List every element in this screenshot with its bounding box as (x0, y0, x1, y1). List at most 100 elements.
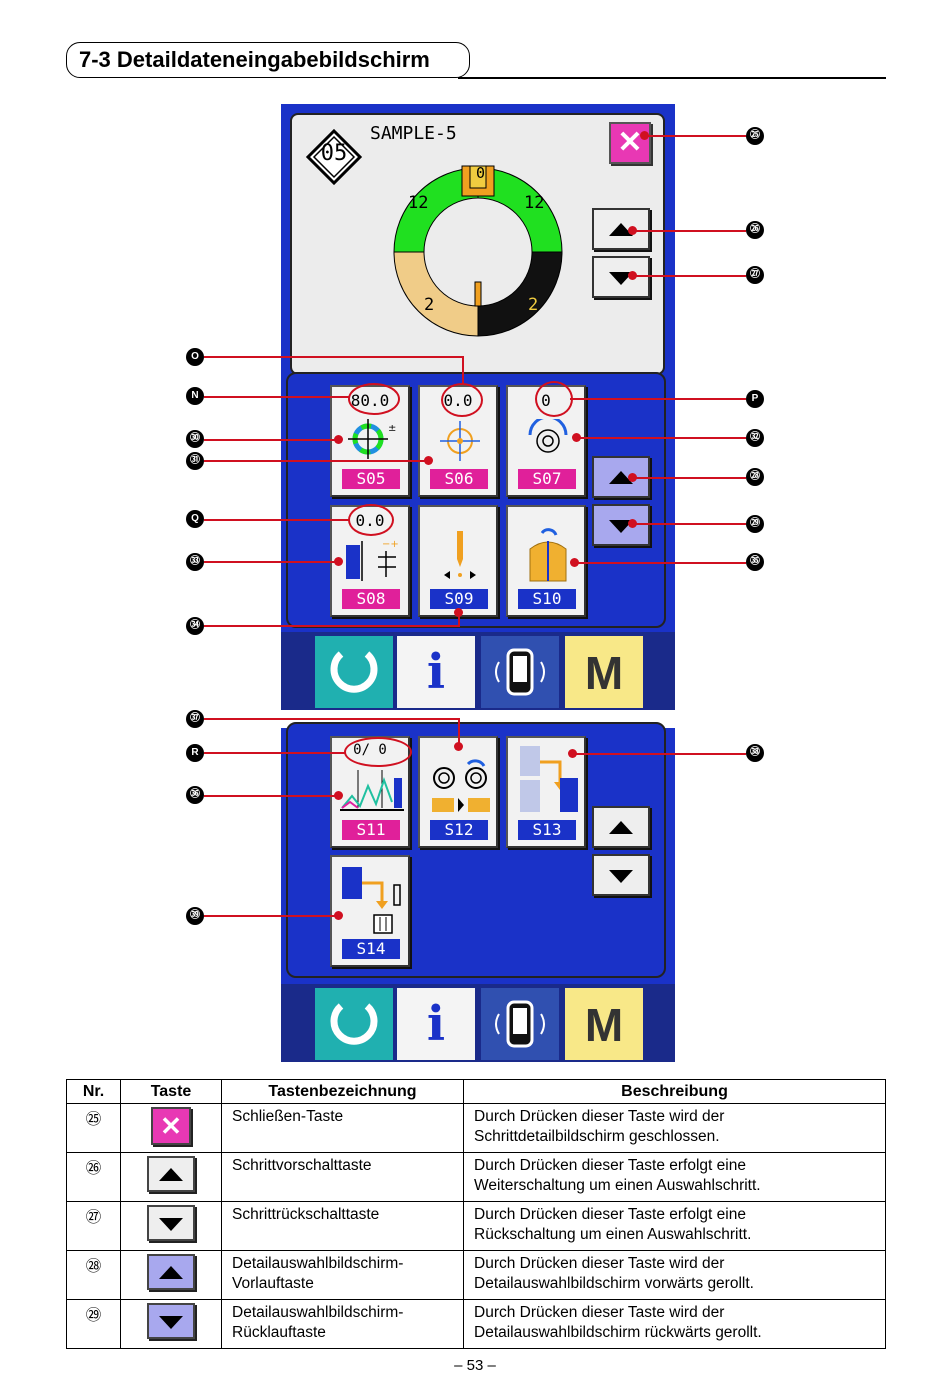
s09-code: S09 (430, 589, 488, 609)
needle-position-icon (444, 531, 476, 579)
row-nr: ㉖ (66, 1152, 121, 1202)
svg-text:±: ± (388, 423, 396, 434)
ring-upper-left-label: 12 (408, 193, 429, 213)
detail-scroll-back-button-2[interactable] (592, 854, 650, 896)
row-name: Schließen-Taste (221, 1103, 464, 1153)
line-o-vert (462, 356, 464, 384)
table-row: ㉖ Schrittvorschalttaste Durch Drücken di… (66, 1152, 886, 1202)
row-nr: ㉙ (66, 1299, 121, 1349)
line-31 (204, 460, 426, 462)
callout-o: O (186, 348, 204, 366)
callout-36: ㊱ (186, 786, 204, 804)
thread-tension-icon: ± (348, 419, 396, 459)
callout-32: ㉜ (746, 429, 764, 447)
position-crosshair-icon (440, 421, 480, 461)
detail-button-s09[interactable]: S09 (418, 505, 498, 617)
row-name-line: Detailauswahlbildschirm- (232, 1304, 404, 1321)
oval-q (348, 504, 394, 536)
communication-button-2[interactable] (481, 988, 559, 1060)
scroll-forward-key-icon (147, 1254, 195, 1290)
header-nr: Nr. (66, 1079, 121, 1104)
mode-button-2[interactable]: M (565, 988, 643, 1060)
ready-button-2[interactable] (315, 988, 393, 1060)
callout-n: N (186, 387, 204, 405)
ready-button[interactable] (315, 636, 393, 708)
line-29 (632, 523, 746, 525)
oval-o (441, 383, 483, 417)
communication-button[interactable] (481, 636, 559, 708)
callout-37: ㊲ (186, 710, 204, 728)
row-desc-line: Schrittdetailbildschirm geschlossen. (474, 1128, 720, 1145)
s06-code: S06 (430, 469, 488, 489)
row-key (120, 1250, 222, 1300)
page-number: – 53 – (454, 1357, 496, 1374)
line-27 (632, 275, 746, 277)
row-key (120, 1299, 222, 1349)
s11-code: S11 (342, 820, 400, 840)
callout-39: ㊴ (186, 907, 204, 925)
thread-trimming-icon (340, 770, 404, 811)
step-forward-button[interactable] (592, 208, 650, 250)
mode-icon: M (584, 647, 624, 699)
callout-38: ㊳ (746, 744, 764, 762)
line-30 (204, 439, 336, 441)
callout-q: Q (186, 510, 204, 528)
row-name: Detailauswahlbildschirm-Vorlauftaste (221, 1250, 464, 1300)
detail-button-s14[interactable]: S14 (330, 855, 410, 967)
table-row: ㉘ Detailauswahlbildschirm-Vorlauftaste D… (66, 1250, 886, 1300)
row-desc-line: Durch Drücken dieser Taste wird der (474, 1255, 725, 1272)
callout-29: ㉙ (746, 515, 764, 533)
detail-scroll-forward-button[interactable] (592, 456, 650, 498)
header-beschreibung: Beschreibung (463, 1079, 886, 1104)
detail-button-s12[interactable]: S12 (418, 736, 498, 848)
line-36 (204, 795, 336, 797)
row-nr: ㉘ (66, 1250, 121, 1300)
detail-scroll-back-button[interactable] (592, 504, 650, 546)
callout-p: P (746, 390, 764, 408)
s13-code: S13 (518, 820, 576, 840)
step-back-key-icon (147, 1205, 195, 1241)
close-button[interactable]: ✕ (609, 122, 651, 164)
ring-lower-left-label: 2 (424, 295, 435, 315)
row-name-line: Vorlauftaste (232, 1275, 314, 1292)
table-row: ㉗ Schrittrückschalttaste Durch Drücken d… (66, 1201, 886, 1251)
callout-26: ㉖ (746, 221, 764, 239)
mode-button[interactable]: M (565, 636, 643, 708)
oval-n (348, 383, 400, 415)
row-desc-line: Durch Drücken dieser Taste wird der (474, 1304, 725, 1321)
information-button[interactable]: i (397, 636, 475, 708)
ring-lower-right-label: 2 (528, 295, 539, 315)
arrow-up-icon (609, 821, 633, 834)
oval-r (344, 737, 412, 767)
svg-text:−+: −+ (382, 539, 398, 550)
header-taste: Taste (120, 1079, 222, 1104)
line-26 (632, 230, 746, 232)
row-name: Schrittrückschalttaste (221, 1201, 464, 1251)
row-desc-line: Durch Drücken dieser Taste erfolgt eine (474, 1206, 746, 1223)
ring-top-label: 0 (476, 164, 486, 182)
sleeve-fabric-icon (529, 528, 567, 582)
row-nr: ㉗ (66, 1201, 121, 1251)
s07-code: S07 (518, 469, 576, 489)
row-desc-line: Durch Drücken dieser Taste wird der (474, 1108, 725, 1125)
dot-39 (334, 911, 343, 920)
information-button-2[interactable]: i (397, 988, 475, 1060)
step-back-button[interactable] (592, 256, 650, 298)
scroll-back-key-icon (147, 1303, 195, 1339)
s12-code: S12 (430, 820, 488, 840)
dot-31 (424, 456, 433, 465)
callout-31: ㉛ (186, 452, 204, 470)
table-header-row: Nr. Taste Tastenbezeichnung Beschreibung (66, 1079, 886, 1104)
ready-ring-icon (330, 1003, 378, 1045)
communication-icon (495, 648, 545, 696)
line-33 (204, 561, 336, 563)
pattern-name: SAMPLE-5 (370, 123, 457, 144)
line-q (204, 519, 350, 521)
callout-35: ㉟ (746, 553, 764, 571)
detail-scroll-forward-button-2[interactable] (592, 806, 650, 848)
callout-27: ㉗ (746, 266, 764, 284)
row-key: ✕ (120, 1103, 222, 1153)
